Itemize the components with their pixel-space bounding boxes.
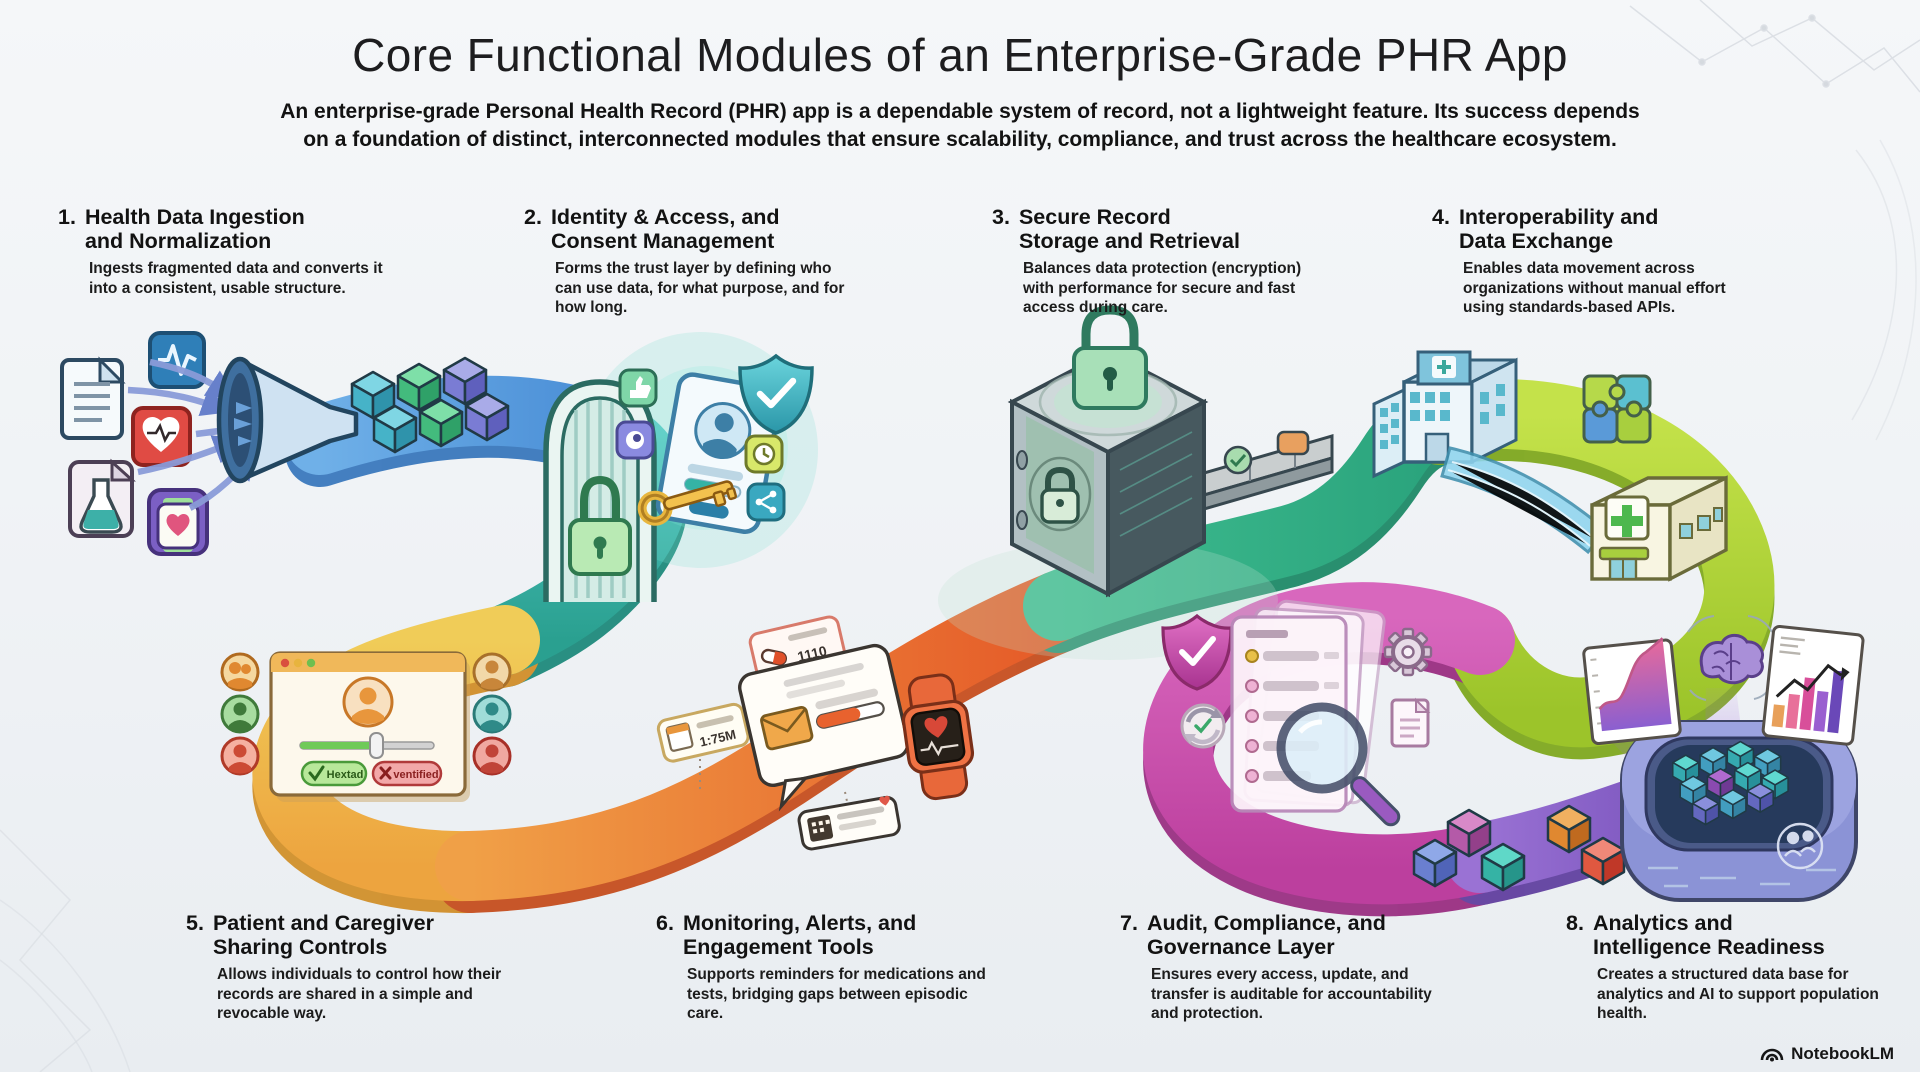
data-bridge (1440, 446, 1609, 555)
smartwatch-device (901, 673, 975, 801)
monitoring-illustration: 1110 1:75M (656, 615, 975, 851)
notebooklm-icon (1760, 1048, 1784, 1062)
clinic-building-icon (1590, 475, 1728, 582)
module-description: Enables data movement across organizatio… (1463, 260, 1726, 317)
verified-shield-icon (738, 353, 814, 435)
gear-icon (1383, 627, 1433, 677)
notebooklm-label: NotebookLM (1791, 1044, 1894, 1063)
module-description: Balances data protection (encryption) wi… (1023, 260, 1302, 317)
puzzle-icon (1582, 374, 1652, 444)
trend-chart-panel (1582, 637, 1682, 746)
sync-check-icon (1180, 703, 1226, 749)
audit-illustration (1161, 599, 1626, 892)
module-number: 8. (1566, 911, 1584, 935)
revoked-pill: ventified (371, 760, 443, 787)
consent-gate-icon (543, 379, 657, 602)
smartwatch-icon (147, 488, 209, 556)
interop-illustration (1372, 350, 1728, 582)
module-description: Supports reminders for medications and t… (687, 966, 986, 1023)
module-description: Ensures every access, update, and transf… (1151, 966, 1432, 1023)
analytics-illustration (1582, 615, 1865, 902)
data-lake-icon (1620, 720, 1858, 902)
module-number: 5. (186, 911, 204, 935)
module-description: Allows individuals to control how their … (217, 966, 502, 1023)
subtitle-line-1: An enterprise-grade Personal Health Reco… (280, 100, 1640, 123)
module-number: 1. (58, 205, 76, 229)
engagement-card (797, 795, 901, 851)
module-description: Forms the trust layer by defining who ca… (555, 260, 845, 317)
module-number: 4. (1432, 205, 1450, 229)
bar-chart-panel (1761, 625, 1865, 746)
vault-icon (1007, 305, 1209, 598)
hospital-building-icon (1372, 350, 1518, 479)
notebooklm-watermark: NotebookLM (1760, 1044, 1894, 1064)
module-number: 2. (524, 205, 542, 229)
header: Core Functional Modules of an Enterprise… (0, 28, 1920, 153)
page-subtitle: An enterprise-grade Personal Health Reco… (0, 98, 1920, 153)
audit-shield-icon (1161, 613, 1233, 691)
funnel-icon (216, 356, 359, 484)
sharing-illustration: Hextad ventified (220, 651, 512, 802)
module-description: Creates a structured data base for analy… (1597, 966, 1879, 1023)
appointment-card: 1:75M (656, 702, 750, 763)
sharing-window: Hextad ventified (269, 651, 470, 802)
module-description: Ingests fragmented data and converts it … (89, 260, 383, 297)
module-number: 6. (656, 911, 674, 935)
revoked-pill-label: ventified (393, 769, 438, 781)
page-title: Core Functional Modules of an Enterprise… (352, 29, 1568, 81)
lab-flask-icon (68, 458, 136, 538)
access-key-icon (637, 480, 738, 526)
heart-icon (131, 406, 192, 467)
identity-illustration (543, 332, 818, 602)
document-icon (60, 356, 126, 440)
module-number: 3. (992, 205, 1010, 229)
audit-doc-icon (1390, 697, 1431, 748)
subtitle-line-2: on a foundation of distinct, interconnec… (303, 127, 1617, 151)
magnifier-icon (1276, 702, 1401, 827)
contact-avatars (220, 652, 512, 776)
ingestion-illustration (60, 331, 510, 556)
normalized-data-cubes (350, 356, 510, 454)
granted-pill: Hextad (300, 760, 368, 787)
message-bubble (738, 643, 910, 812)
population-icon (1776, 822, 1824, 870)
sharing-slider (299, 732, 435, 759)
module-number: 7. (1120, 911, 1138, 935)
consent-option-icons (615, 368, 786, 522)
granted-pill-label: Hextad (327, 769, 364, 781)
